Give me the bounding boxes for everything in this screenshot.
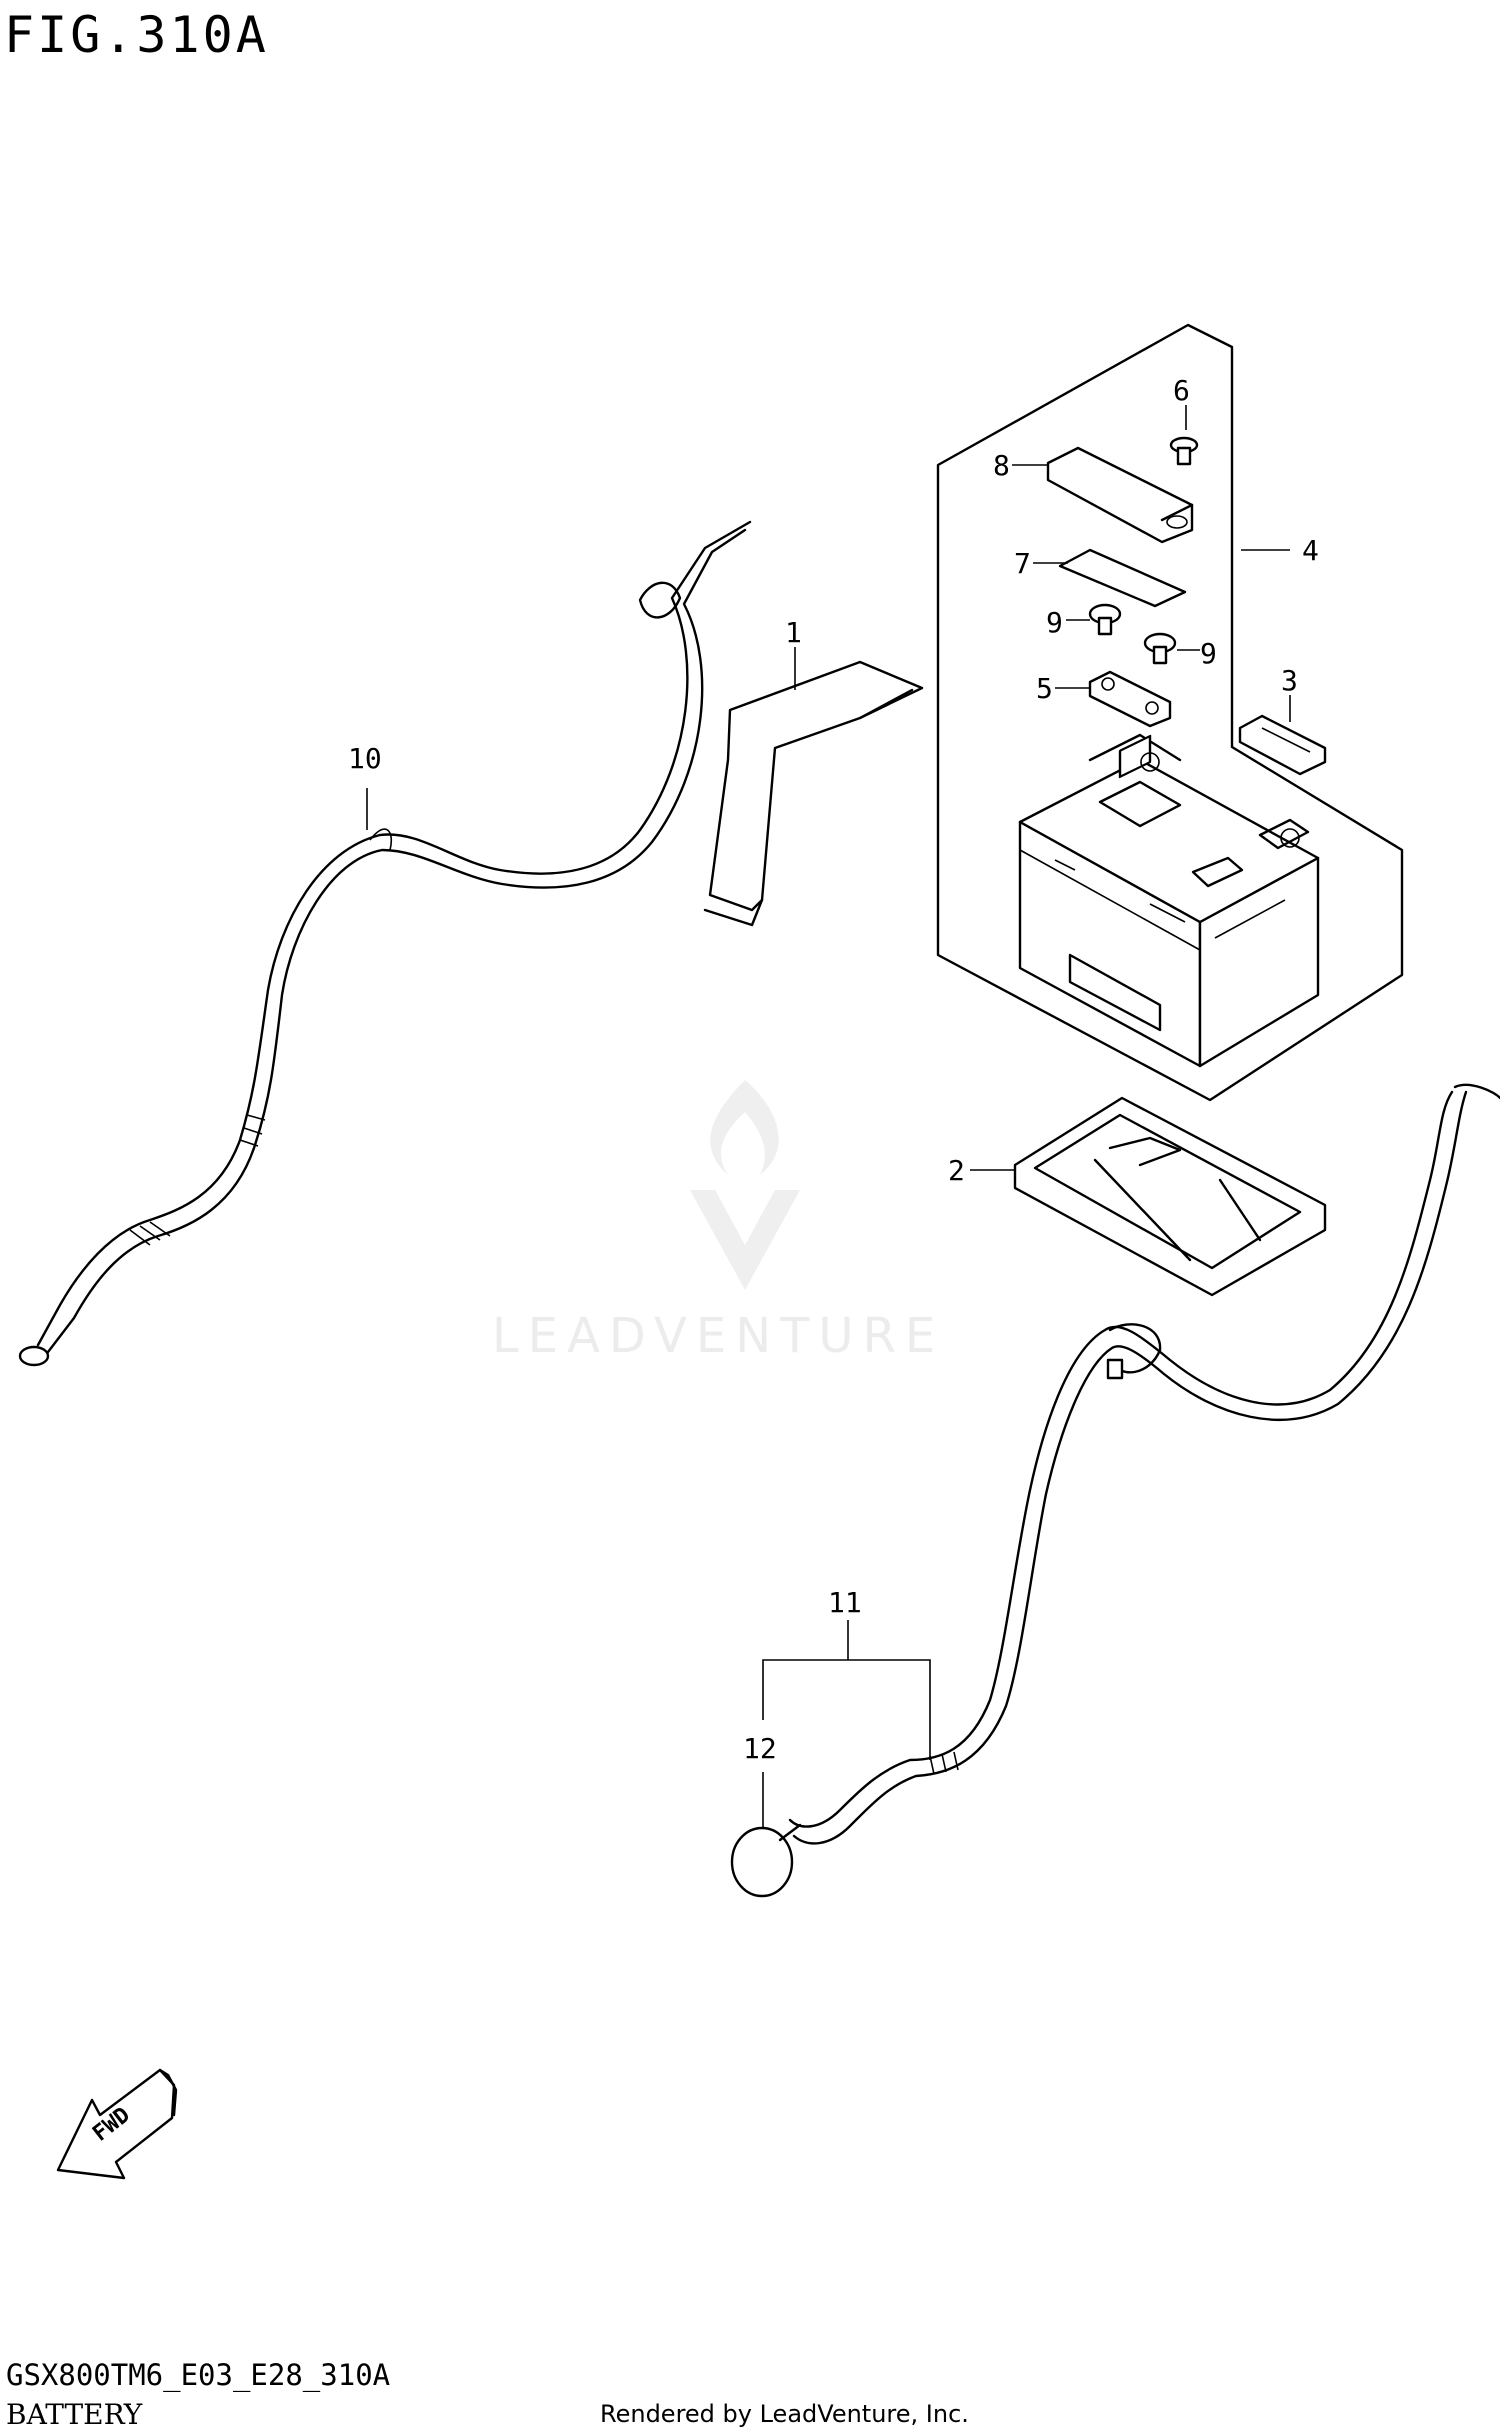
battery-group-outline <box>936 323 1404 1102</box>
callout-12: 12 <box>743 1732 777 1765</box>
callout-6: 6 <box>1173 374 1190 407</box>
part-6-bolt <box>1169 436 1199 466</box>
figure-title: FIG.310A <box>4 6 269 64</box>
fwd-arrow-icon: FWD <box>56 2068 178 2180</box>
diagram-subtitle: BATTERY <box>6 2398 143 2431</box>
leader-lines <box>366 405 1291 1828</box>
callout-9a: 9 <box>1046 606 1063 639</box>
callout-3: 3 <box>1281 664 1298 697</box>
rendered-by-credit: Rendered by LeadVenture, Inc. <box>600 2400 969 2428</box>
callout-4: 4 <box>1302 534 1319 567</box>
callout-1: 1 <box>785 616 802 649</box>
part-1-battery-band <box>703 660 924 927</box>
callout-10: 10 <box>348 742 382 775</box>
callout-labels: 8 6 4 7 9 9 5 3 1 2 10 11 12 <box>348 374 1319 1765</box>
part-10-cable <box>18 520 752 1367</box>
part-9-screws <box>1088 603 1177 665</box>
battery <box>1018 733 1320 1068</box>
watermark-text: LEADVENTURE <box>492 1308 945 1364</box>
callout-7: 7 <box>1014 547 1031 580</box>
callout-9b: 9 <box>1200 637 1217 670</box>
callout-8: 8 <box>993 449 1010 482</box>
part-2-battery-tray <box>1013 1096 1327 1297</box>
part-7-pad <box>1058 548 1187 608</box>
part-11-cable <box>730 1083 1500 1898</box>
drawing-code: GSX800TM6_E03_E28_310A <box>6 2358 391 2392</box>
callout-11: 11 <box>828 1586 862 1619</box>
callout-2: 2 <box>948 1154 965 1187</box>
part-3-cap <box>1238 714 1327 776</box>
callout-5: 5 <box>1036 672 1053 705</box>
part-5-terminal-plate <box>1088 670 1172 728</box>
part-8-terminal-cover <box>1046 446 1194 544</box>
